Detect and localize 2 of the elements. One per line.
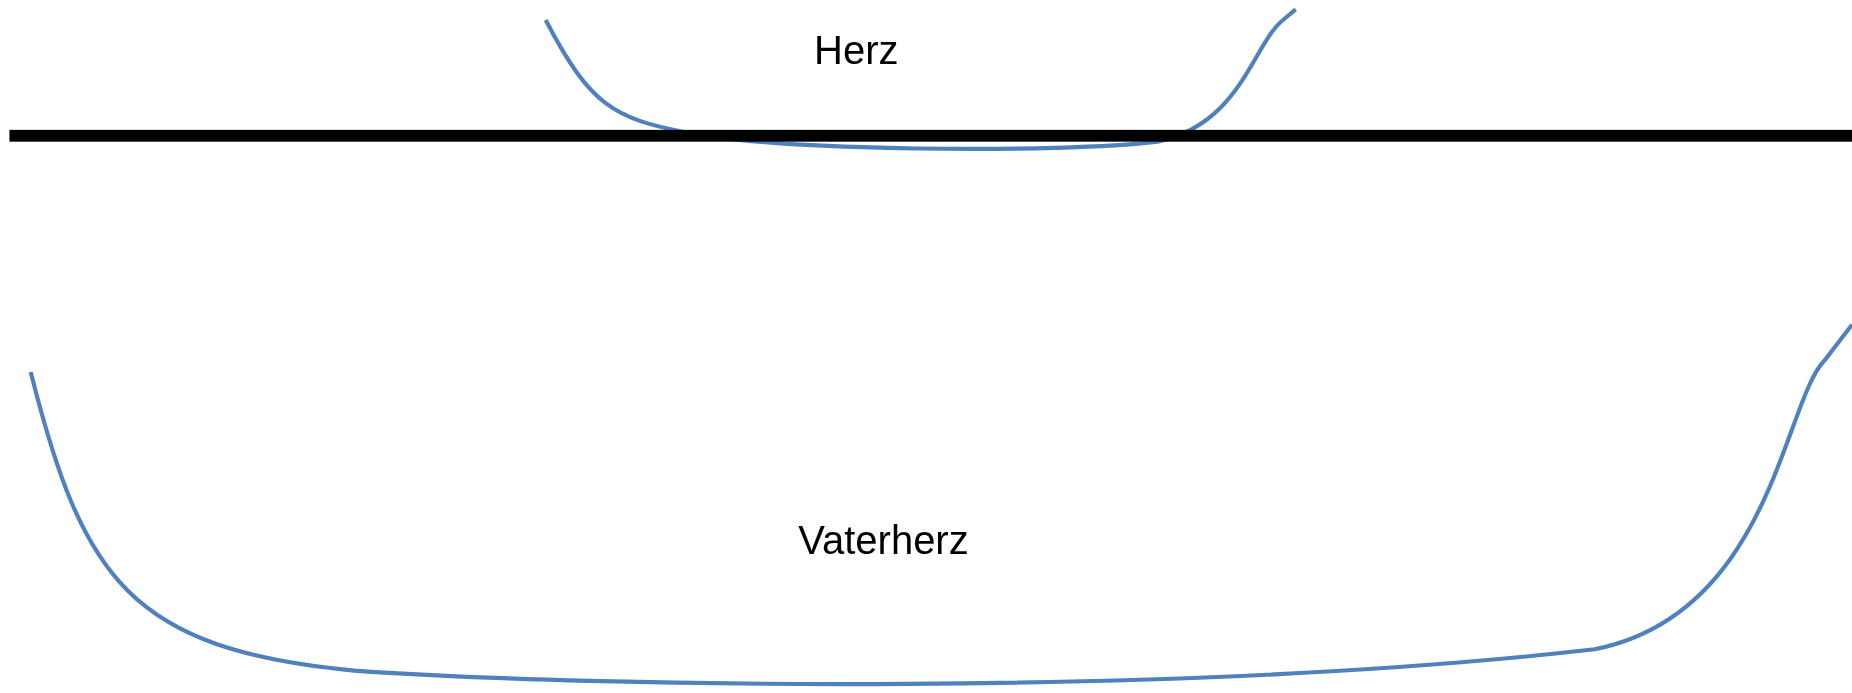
curve-label: Herz (814, 27, 899, 73)
curve-label: Vaterherz (798, 517, 969, 563)
